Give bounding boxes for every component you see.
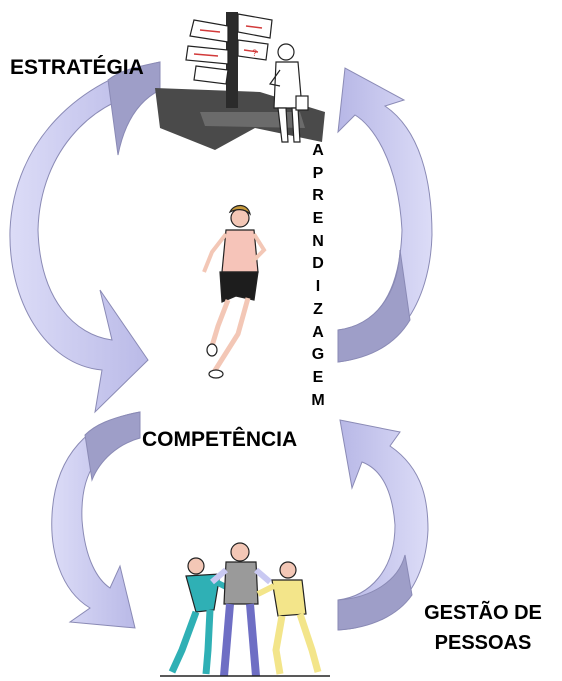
team-huddle-icon xyxy=(160,542,330,677)
vertical-letter: E xyxy=(312,368,324,386)
label-people-management-line1: GESTÃO DE xyxy=(424,602,542,624)
arrow-people-to-competence xyxy=(337,419,429,631)
signpost-with-man-icon: ? xyxy=(155,12,325,150)
vertical-letter: A xyxy=(312,142,324,159)
label-people-management: GESTÃO DE PESSOAS xyxy=(408,598,558,658)
vertical-letter: I xyxy=(315,278,321,296)
arrow-strategy-to-competence xyxy=(9,61,161,414)
label-strategy: ESTRATÉGIA xyxy=(10,56,144,79)
running-woman-icon xyxy=(202,204,267,379)
arrow-competence-to-people xyxy=(51,411,141,629)
vertical-letter: D xyxy=(312,255,324,273)
vertical-letter: R xyxy=(312,187,324,205)
vertical-letter: Z xyxy=(313,300,323,318)
vertical-letter: A xyxy=(312,323,324,341)
arrow-competence-to-strategy xyxy=(337,67,433,363)
label-competence: COMPETÊNCIA xyxy=(142,428,298,451)
vertical-letter: E xyxy=(312,210,324,228)
vertical-letter: G xyxy=(311,346,325,364)
vertical-word-learning: A P R E N D I Z A G E M xyxy=(309,140,327,412)
vertical-letter: M xyxy=(311,391,325,409)
vertical-letter: N xyxy=(312,232,324,250)
label-people-management-line2: PESSOAS xyxy=(434,632,532,654)
vertical-letter: P xyxy=(312,164,324,182)
svg-text:?: ? xyxy=(252,48,257,58)
